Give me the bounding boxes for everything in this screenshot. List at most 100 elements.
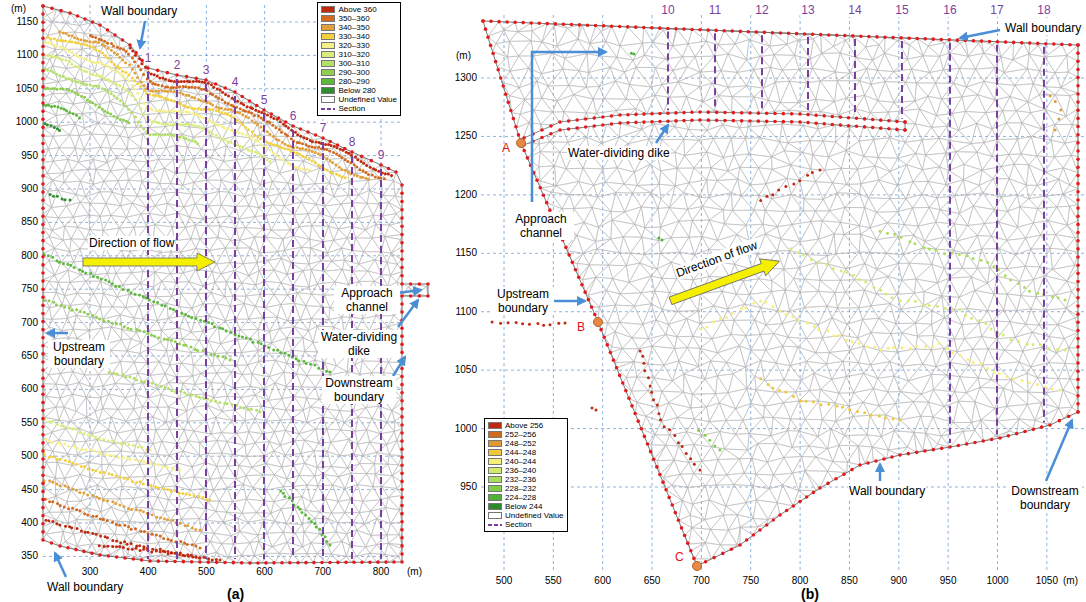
- tick-label: 350: [20, 550, 39, 562]
- contour-point: [215, 133, 218, 136]
- contour-point: [118, 285, 121, 288]
- contour-point: [119, 118, 122, 121]
- contour-point: [154, 120, 157, 123]
- contour-point: [41, 215, 45, 219]
- contour-point: [714, 29, 718, 33]
- contour-point: [89, 45, 92, 48]
- contour-point: [284, 120, 288, 124]
- contour-point: [124, 61, 127, 64]
- contour-point: [41, 304, 45, 308]
- contour-point: [785, 509, 789, 513]
- contour-point: [173, 80, 176, 83]
- contour-point: [698, 118, 702, 122]
- contour-point: [1076, 337, 1080, 341]
- contour-point: [122, 48, 125, 51]
- contour-point: [65, 109, 68, 112]
- contour-point: [66, 263, 69, 266]
- contour-point: [1039, 343, 1042, 346]
- boundary-line: [483, 21, 697, 566]
- contour-point: [301, 511, 304, 514]
- contour-point: [196, 349, 199, 352]
- contour-point: [312, 561, 316, 565]
- contour-point: [71, 462, 74, 465]
- contour-point: [76, 527, 79, 530]
- contour-point: [188, 493, 191, 496]
- contour-point: [89, 448, 92, 451]
- contour-point: [178, 553, 181, 556]
- tick-label: 1150: [15, 16, 39, 28]
- contour-point: [106, 111, 109, 114]
- contour-point: [193, 107, 196, 110]
- contour-point: [41, 53, 45, 57]
- contour-point: [922, 246, 925, 249]
- contour-point: [190, 96, 193, 99]
- contour-point: [227, 94, 230, 97]
- contour-point: [236, 119, 239, 122]
- contour-point: [990, 438, 994, 442]
- contour-point: [988, 40, 992, 44]
- contour-point: [91, 515, 94, 518]
- contour-point: [82, 83, 85, 86]
- contour-point: [806, 113, 810, 117]
- contour-point: [866, 461, 870, 465]
- contour-point: [110, 67, 113, 70]
- contour-point: [128, 91, 131, 94]
- contour-point: [305, 362, 308, 365]
- contour-point: [78, 431, 81, 434]
- contour-point: [56, 106, 59, 109]
- contour-point: [67, 486, 70, 489]
- contour-point: [229, 359, 232, 362]
- contour-point: [512, 117, 516, 121]
- contour-point: [127, 80, 130, 83]
- contour-point: [636, 419, 640, 423]
- contour-point: [183, 541, 186, 544]
- contour-point: [122, 546, 125, 549]
- contour-point: [509, 109, 513, 113]
- contour-point: [690, 119, 694, 123]
- contour-point: [175, 86, 178, 89]
- contour-point: [194, 86, 197, 89]
- contour-point: [328, 150, 331, 153]
- contour-point: [99, 471, 102, 474]
- contour-point: [515, 321, 518, 324]
- contour-point: [116, 53, 119, 56]
- contour-point: [615, 366, 619, 370]
- contour-point: [166, 466, 169, 469]
- contour-point: [244, 110, 247, 113]
- contour-point: [241, 336, 244, 339]
- contour-point: [400, 326, 404, 330]
- contour-point: [400, 536, 404, 540]
- contour-point: [831, 115, 835, 119]
- contour-point: [194, 317, 197, 320]
- contour-point: [230, 141, 233, 144]
- contour-point: [155, 109, 158, 112]
- contour-point: [47, 254, 50, 257]
- contour-point: [966, 254, 969, 257]
- contour-point: [151, 513, 154, 516]
- contour-point: [298, 141, 301, 144]
- contour-point: [199, 529, 202, 532]
- contour-point: [123, 524, 126, 527]
- contour-point: [86, 493, 89, 496]
- contour-point: [166, 518, 169, 521]
- contour-point: [60, 107, 63, 110]
- contour-point: [178, 123, 181, 126]
- contour-point: [338, 166, 341, 169]
- contour-point: [217, 136, 220, 139]
- contour-band: [42, 104, 81, 120]
- contour-point: [41, 425, 45, 429]
- contour-point: [536, 322, 539, 325]
- contour-point: [353, 174, 356, 177]
- contour-point: [199, 115, 202, 118]
- contour-point: [41, 239, 45, 243]
- contour-point: [86, 313, 89, 316]
- contour-point: [609, 351, 613, 355]
- contour-point: [94, 40, 97, 43]
- contour-point: [590, 305, 594, 309]
- contour-point: [966, 358, 969, 361]
- contour-point: [51, 441, 54, 444]
- contour-point: [190, 346, 193, 349]
- contour-point: [187, 555, 190, 558]
- contour-point: [400, 343, 404, 347]
- contour-point: [58, 544, 62, 548]
